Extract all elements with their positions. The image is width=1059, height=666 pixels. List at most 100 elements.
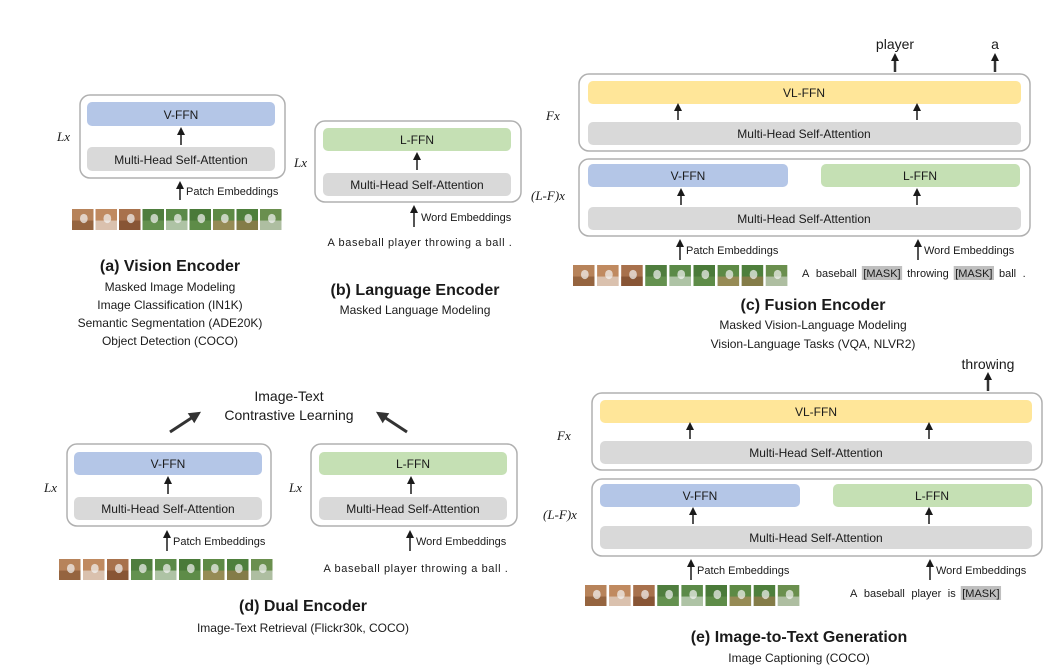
image-patch — [681, 585, 703, 606]
v-ffn-block — [600, 484, 800, 507]
image-patches — [585, 585, 800, 606]
image-patch — [95, 209, 117, 230]
image-patch — [669, 265, 691, 286]
image-patch — [765, 265, 788, 286]
task-label: Masked Image Modeling — [105, 280, 236, 294]
vl-ffn-block — [588, 81, 1021, 104]
l-ffn-label: L-FFN — [396, 457, 430, 471]
svg-text:throwing: throwing — [907, 268, 949, 280]
image-patches — [59, 559, 273, 580]
svg-text:[MASK]: [MASK] — [955, 268, 992, 280]
word-embeddings-label: Word Embeddings — [936, 565, 1027, 577]
mhsa-block — [87, 147, 275, 171]
svg-text:.: . — [1023, 268, 1026, 280]
image-patch — [155, 559, 177, 580]
contrastive-arrow — [375, 411, 408, 434]
layer-count-label: Lx — [56, 129, 70, 144]
mhsa-label: Multi-Head Self-Attention — [749, 531, 882, 545]
patch-embeddings-label: Patch Embeddings — [697, 565, 790, 577]
word-token: ball — [999, 268, 1016, 280]
image-patch — [251, 559, 273, 580]
l-ffn-block — [319, 452, 507, 475]
image-patch — [609, 585, 631, 606]
mhsa-block — [588, 122, 1021, 145]
layer-count-label: Lx — [288, 480, 302, 495]
image-patch — [131, 559, 153, 580]
panel-fusion-encoder: player a VL-FFN Multi-Head Self-Attentio… — [531, 36, 1031, 351]
mask-token: [MASK] — [960, 586, 1002, 600]
image-patch — [166, 209, 188, 230]
svg-text:ball: ball — [999, 268, 1016, 280]
image-patch — [227, 559, 249, 580]
image-patch — [260, 209, 282, 230]
panel-dual-encoder: Image-Text Contrastive Learning V-FFN Mu… — [43, 388, 518, 635]
mhsa-label: Multi-Head Self-Attention — [749, 446, 882, 460]
word-token: . — [1023, 268, 1026, 280]
image-patch — [753, 585, 776, 606]
panel-title: (d) Dual Encoder — [239, 598, 367, 615]
input-sentence: A baseball player throwing a ball . — [324, 563, 509, 575]
mhsa-label: Multi-Head Self-Attention — [346, 502, 479, 516]
word-token: baseball — [864, 588, 905, 600]
mhsa-label: Multi-Head Self-Attention — [737, 212, 870, 226]
image-patch — [705, 585, 727, 606]
image-patch — [717, 265, 740, 286]
word-embeddings-label: Word Embeddings — [924, 245, 1015, 257]
v-ffn-block — [87, 102, 275, 126]
word-token: is — [948, 588, 956, 600]
svg-text:A: A — [802, 268, 810, 280]
output-token: a — [991, 36, 999, 52]
l-ffn-label: L-FFN — [903, 169, 937, 183]
layer-count-label: Lx — [43, 480, 57, 495]
word-token: player — [911, 588, 941, 600]
image-patch — [621, 265, 643, 286]
task-label: Image Captioning (COCO) — [728, 651, 869, 665]
v-ffn-label: V-FFN — [151, 457, 186, 471]
word-token: baseball — [816, 268, 857, 280]
image-patch — [203, 559, 225, 580]
vl-ffn-label: VL-FFN — [795, 405, 837, 419]
image-patch — [729, 585, 752, 606]
v-ffn-block — [588, 164, 788, 187]
word-token: A — [850, 588, 858, 600]
mhsa-block — [600, 441, 1032, 464]
word-embeddings-label: Word Embeddings — [421, 212, 512, 224]
image-patch — [179, 559, 201, 580]
l-ffn-label: L-FFN — [915, 489, 949, 503]
image-patch — [83, 559, 105, 580]
image-patch — [142, 209, 164, 230]
image-patch — [236, 209, 258, 230]
image-patch — [693, 265, 715, 286]
v-ffn-label: V-FFN — [671, 169, 706, 183]
panel-title: (c) Fusion Encoder — [741, 297, 886, 314]
patch-embeddings-label: Patch Embeddings — [186, 186, 279, 198]
panel-title: (b) Language Encoder — [331, 282, 500, 299]
image-patches — [573, 265, 788, 286]
l-ffn-block — [821, 164, 1020, 187]
mhsa-block — [323, 173, 511, 196]
image-patch — [597, 265, 619, 286]
mhsa-block — [319, 497, 507, 520]
word-embeddings-label: Word Embeddings — [416, 536, 507, 548]
panel-vision-encoder: V-FFN Multi-Head Self-Attention Lx Patch… — [56, 94, 286, 348]
svg-text:is: is — [948, 588, 956, 600]
patch-embeddings-label: Patch Embeddings — [686, 245, 779, 257]
v-ffn-label: V-FFN — [164, 108, 199, 122]
vl-ffn-block — [600, 400, 1032, 423]
mask-token: [MASK] — [953, 266, 994, 280]
vl-ffn-label: VL-FFN — [783, 86, 825, 100]
image-patch — [657, 585, 679, 606]
contrastive-arrow — [169, 411, 202, 434]
mhsa-block — [600, 526, 1032, 549]
image-patch — [189, 209, 211, 230]
mhsa-block — [588, 207, 1021, 230]
svg-text:A: A — [850, 588, 858, 600]
input-sentence: A baseball player throwing a ball . — [328, 237, 513, 249]
mask-token: [MASK] — [861, 266, 903, 280]
panel-title: (e) Image-to-Text Generation — [691, 629, 908, 646]
output-token: throwing — [962, 356, 1015, 372]
image-patch — [119, 209, 141, 230]
layer-count-label: (L-F)x — [531, 188, 565, 203]
